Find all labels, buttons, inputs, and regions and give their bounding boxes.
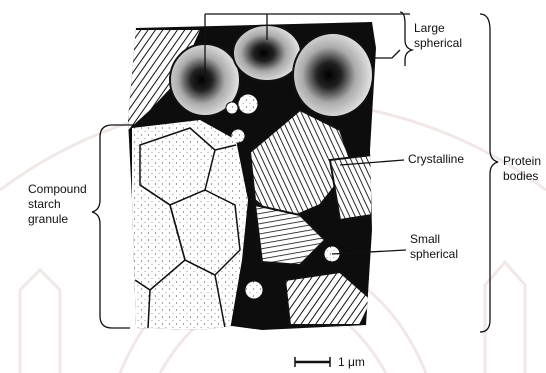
- label-compound-starch-granule: Compound starch granule: [28, 182, 87, 227]
- scale-bar-label: 1 μm: [338, 355, 365, 370]
- label-small-spherical: Small spherical: [410, 232, 458, 262]
- small-spherical-body: [238, 94, 258, 114]
- label-large-spherical: Large spherical: [414, 21, 462, 51]
- label-crystalline: Crystalline: [408, 152, 464, 167]
- compound-starch-granule: [132, 120, 248, 330]
- large-spherical-body: [293, 33, 373, 117]
- small-spherical-body: [226, 102, 238, 114]
- label-protein-bodies: Protein bodies: [503, 154, 541, 184]
- small-spherical-body: [245, 281, 263, 299]
